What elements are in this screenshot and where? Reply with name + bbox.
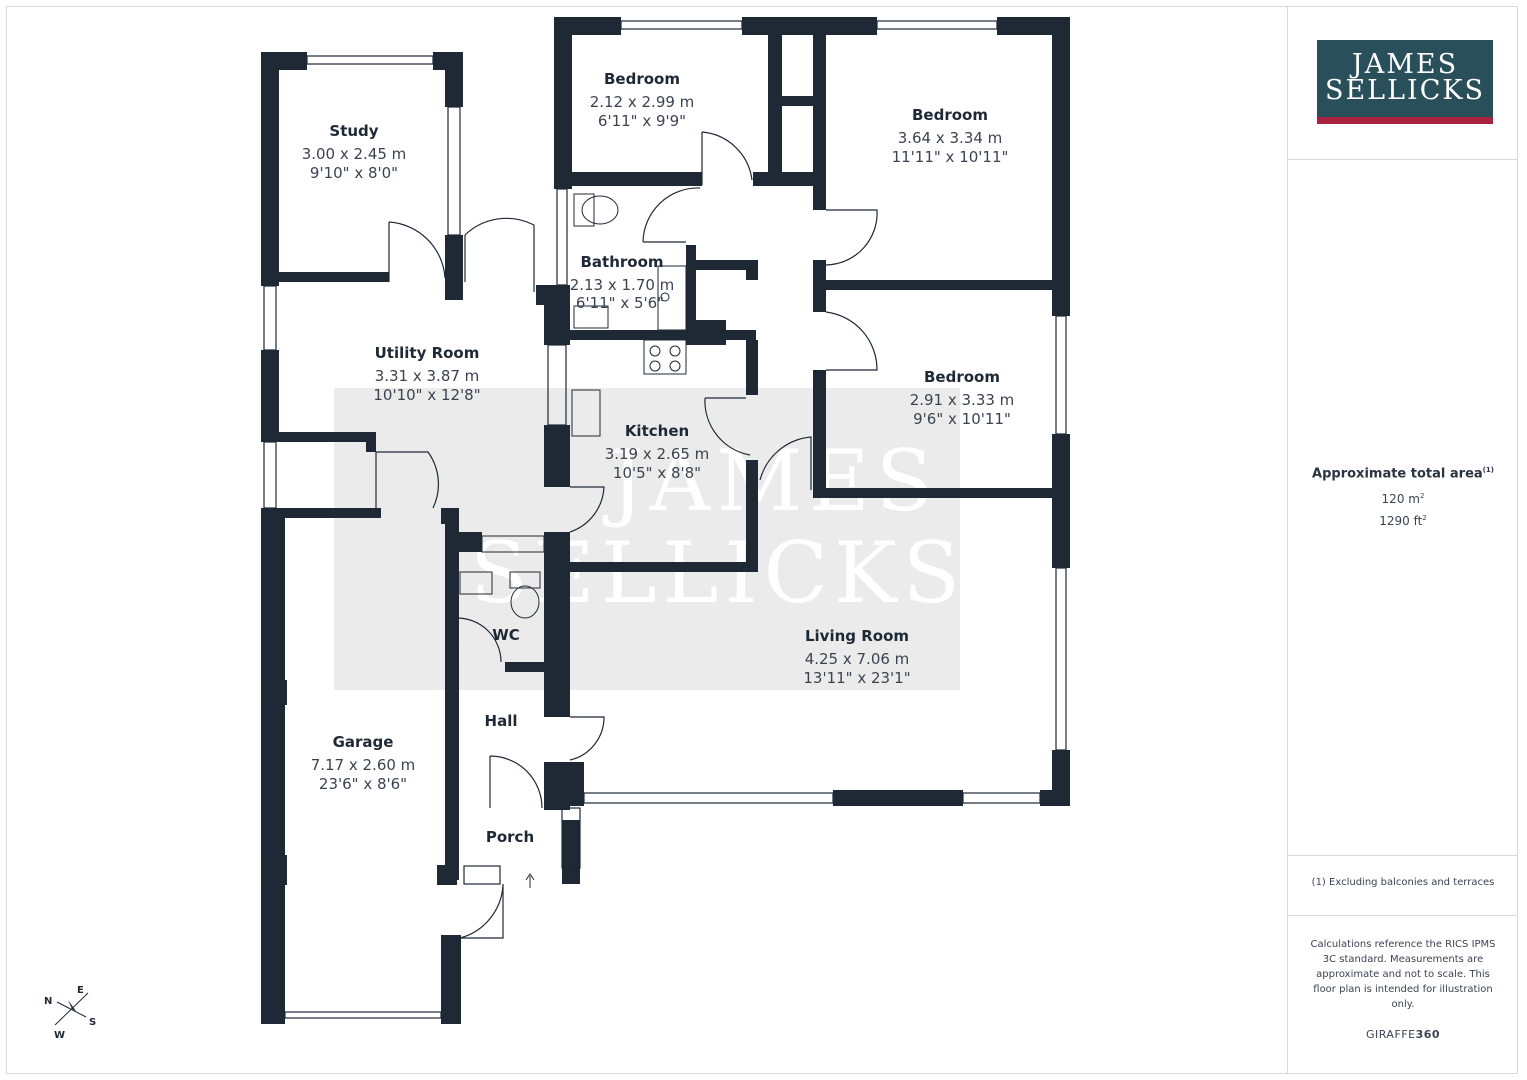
window-frames (263, 20, 1067, 1019)
area-m2-value: 120 m (1381, 492, 1420, 506)
room-bedroom3-name: Bedroom (924, 368, 1000, 386)
brand-b: 360 (1415, 1028, 1441, 1041)
room-bathroom-imperial: 6'11" x 5'6" (576, 294, 664, 312)
room-bedroom1-metric: 2.12 x 2.99 m (590, 93, 695, 111)
room-porch-name: Porch (486, 828, 534, 846)
room-wc-name: WC (492, 626, 520, 644)
compass-w: W (54, 1030, 65, 1041)
room-bedroom2-metric: 3.64 x 3.34 m (898, 129, 1003, 147)
area-title-text: Approximate total area (1312, 466, 1483, 482)
watermark-panel (334, 388, 960, 690)
area-m2: 120 m2 (1288, 492, 1518, 506)
brand-a: GIRAFFE (1365, 1028, 1416, 1041)
area-m2-sup: 2 (1419, 492, 1425, 500)
room-garage-imperial: 23'6" x 8'6" (319, 775, 407, 793)
room-kitchen-imperial: 10'5" x 8'8" (613, 464, 701, 482)
room-hall-name: Hall (485, 712, 518, 730)
room-bedroom3-imperial: 9'6" x 10'11" (913, 410, 1011, 428)
walls (261, 17, 1070, 1024)
area-title-note: (1) (1482, 466, 1494, 474)
room-living-name: Living Room (805, 627, 909, 645)
area-title: Approximate total area(1) (1288, 466, 1518, 481)
compass-n: N (44, 996, 52, 1007)
room-garage-name: Garage (333, 733, 394, 751)
compass-e: E (77, 985, 84, 996)
info-sidebar: JAMES SELLICKS Approximate total area(1)… (1287, 6, 1518, 1074)
page-frame (6, 6, 1518, 1074)
room-utility-metric: 3.31 x 3.87 m (375, 367, 480, 385)
sidebar-divider (1288, 159, 1518, 160)
brand-logo-line1: JAMES (1351, 49, 1459, 80)
sidebar-divider (1288, 855, 1518, 856)
floor-plan: JAMES SELLICKS (44, 17, 1070, 1041)
room-kitchen-metric: 3.19 x 2.65 m (605, 445, 710, 463)
door-swings (375, 131, 878, 939)
room-bedroom3-metric: 2.91 x 3.33 m (910, 391, 1015, 409)
room-study-name: Study (329, 122, 378, 140)
room-bathroom-name: Bathroom (580, 253, 663, 271)
room-bedroom2-imperial: 11'11" x 10'11" (892, 148, 1009, 166)
footnote: (1) Excluding balconies and terraces (1311, 877, 1495, 888)
room-utility-name: Utility Room (375, 344, 480, 362)
room-bedroom1-imperial: 6'11" x 9'9" (598, 112, 686, 130)
sidebar-divider (1288, 915, 1518, 916)
watermark-line1: JAMES (602, 432, 939, 530)
fixtures (459, 193, 687, 888)
room-garage-metric: 7.17 x 2.60 m (311, 756, 416, 774)
giraffe360-brand: GIRAFFE360 (1288, 1028, 1518, 1041)
room-bedroom2-name: Bedroom (912, 106, 988, 124)
area-ft2-value: 1290 ft (1379, 514, 1423, 528)
room-study-imperial: 9'10" x 8'0" (310, 164, 398, 182)
area-ft2: 1290 ft2 (1288, 514, 1518, 528)
brand-logo: JAMES SELLICKS (1317, 40, 1493, 124)
disclaimer: Calculations reference the RICS IPMS 3C … (1310, 939, 1496, 1010)
room-kitchen-name: Kitchen (625, 422, 689, 440)
room-bedroom1-name: Bedroom (604, 70, 680, 88)
room-bathroom-metric: 2.13 x 1.70 m (570, 276, 675, 294)
room-living-imperial: 13'11" x 23'1" (803, 669, 910, 687)
room-labels: Study 3.00 x 2.45 m 9'10" x 8'0" Bedroom… (302, 70, 1015, 846)
room-utility-imperial: 10'10" x 12'8" (373, 386, 480, 404)
compass-icon: N E S W (44, 985, 96, 1041)
room-living-metric: 4.25 x 7.06 m (805, 650, 910, 668)
room-study-metric: 3.00 x 2.45 m (302, 145, 407, 163)
compass-s: S (89, 1017, 96, 1028)
area-ft2-sup: 2 (1422, 514, 1427, 522)
brand-logo-line2: SELLICKS (1324, 75, 1486, 106)
